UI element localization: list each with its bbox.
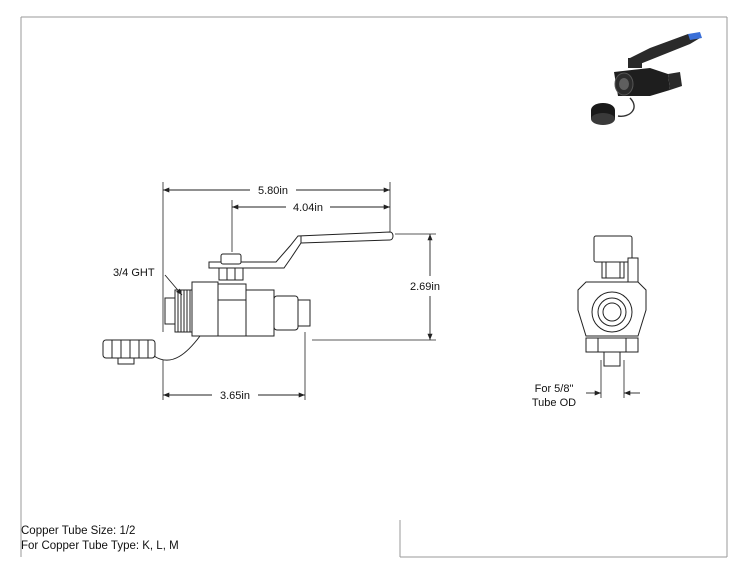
overall-length-label: 5.80in	[258, 185, 288, 197]
body-length-label: 3.65in	[220, 390, 250, 402]
tube-od-label-line1: For 5/8"	[535, 383, 574, 395]
tube-size-note: Copper Tube Size: 1/2	[21, 525, 136, 537]
thread-label: 3/4 GHT	[113, 267, 155, 279]
tube-type-note: For Copper Tube Type: K, L, M	[21, 540, 179, 552]
height-label: 2.69in	[410, 281, 440, 293]
tube-od-label-line2: Tube OD	[532, 397, 576, 409]
handle-offset-label: 4.04in	[293, 202, 323, 214]
dimension-arrows	[163, 187, 640, 398]
drawing-frame	[20, 16, 728, 558]
valve-side-view	[102, 231, 394, 365]
isometric-valve-view	[591, 32, 702, 125]
valve-front-view	[577, 235, 647, 367]
